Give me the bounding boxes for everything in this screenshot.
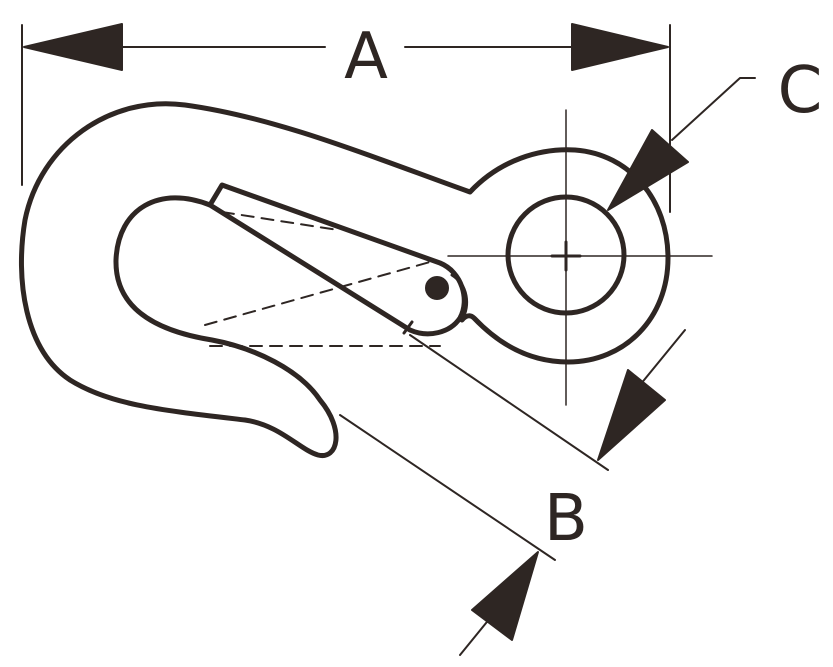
dim-c-arrow-icon <box>607 129 689 211</box>
dim-label-c: C <box>778 54 823 128</box>
dim-b-arrow-upper-icon <box>597 369 666 461</box>
dim-b-arrow-lower-icon <box>471 551 539 641</box>
dim-a-arrow-right-icon <box>571 23 669 71</box>
dim-b-extension-lower <box>339 414 556 561</box>
gate-pivot-pin <box>425 276 449 300</box>
dim-label-a: A <box>344 20 388 94</box>
gate-outline <box>207 182 467 337</box>
dim-b-leader-upper <box>639 329 686 386</box>
dim-a-arrow-left-icon <box>23 23 123 71</box>
gate-pivot-detail <box>402 273 469 335</box>
dim-c-leader <box>671 77 756 141</box>
hook-outline <box>18 101 671 458</box>
dim-b-extension-upper <box>409 334 609 471</box>
hidden-line-1 <box>221 211 339 231</box>
dim-label-b: B <box>544 482 588 556</box>
